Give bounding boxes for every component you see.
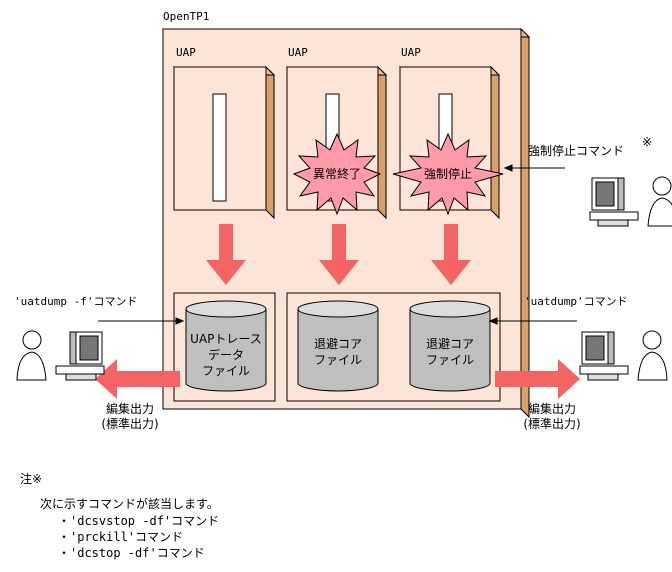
forced-stop-note-mark: ※	[642, 135, 652, 149]
trace-file-cylinder: UAPトレース データ ファイル	[185, 300, 267, 392]
forced-stop-command-label: 強制停止コマンド	[528, 143, 624, 158]
core-file-cylinder-2: 退避コア ファイル	[409, 300, 491, 392]
core-file-cylinder-1: 退避コア ファイル	[297, 300, 379, 392]
right-command-label: 'uatdump'コマンド	[524, 295, 628, 308]
uap-label-3: UAP	[401, 46, 421, 59]
core-file-area	[286, 292, 501, 402]
left-command-label: 'uatdump -f'コマンド	[14, 295, 137, 308]
right-output-arrow	[495, 359, 580, 399]
down-arrow-2	[319, 224, 359, 285]
core-file-1-label-2: ファイル	[314, 353, 362, 367]
right-output-label-1: 編集出力	[528, 401, 576, 416]
down-arrow-1	[206, 224, 246, 285]
left-output-arrow	[95, 359, 180, 399]
core-file-2-label-2: ファイル	[426, 353, 474, 367]
trace-file-label-1: UAPトレース	[190, 332, 262, 346]
burst-abnormal-end: 異常終了	[292, 132, 382, 216]
right-output-label-2: (標準出力)	[523, 416, 580, 431]
burst-forced-label: 強制停止	[424, 166, 472, 181]
terminal-forced-stop	[589, 176, 672, 227]
trace-file-label-2: データ	[208, 347, 244, 362]
opentp1-label: OpenTP1	[163, 10, 209, 23]
trace-file-area	[173, 292, 276, 402]
command-arrows	[98, 164, 577, 325]
left-output-label-2: (標準出力)	[101, 416, 158, 431]
uap-box-1: UAP	[172, 46, 276, 220]
burst-forced-stop: 強制停止	[392, 132, 504, 216]
burst-abnormal-label: 異常終了	[313, 166, 361, 181]
trace-file-label-3: ファイル	[202, 364, 250, 378]
core-file-2-label-1: 退避コア	[426, 337, 474, 351]
core-file-1-label-1: 退避コア	[314, 337, 362, 351]
down-arrow-3	[431, 224, 471, 285]
terminal-left	[16, 330, 105, 381]
uap-label-2: UAP	[288, 46, 308, 59]
left-output-label-1: 編集出力	[106, 401, 154, 416]
terminal-right	[579, 330, 668, 381]
uap-label-1: UAP	[176, 46, 196, 59]
down-arrows	[206, 224, 471, 285]
